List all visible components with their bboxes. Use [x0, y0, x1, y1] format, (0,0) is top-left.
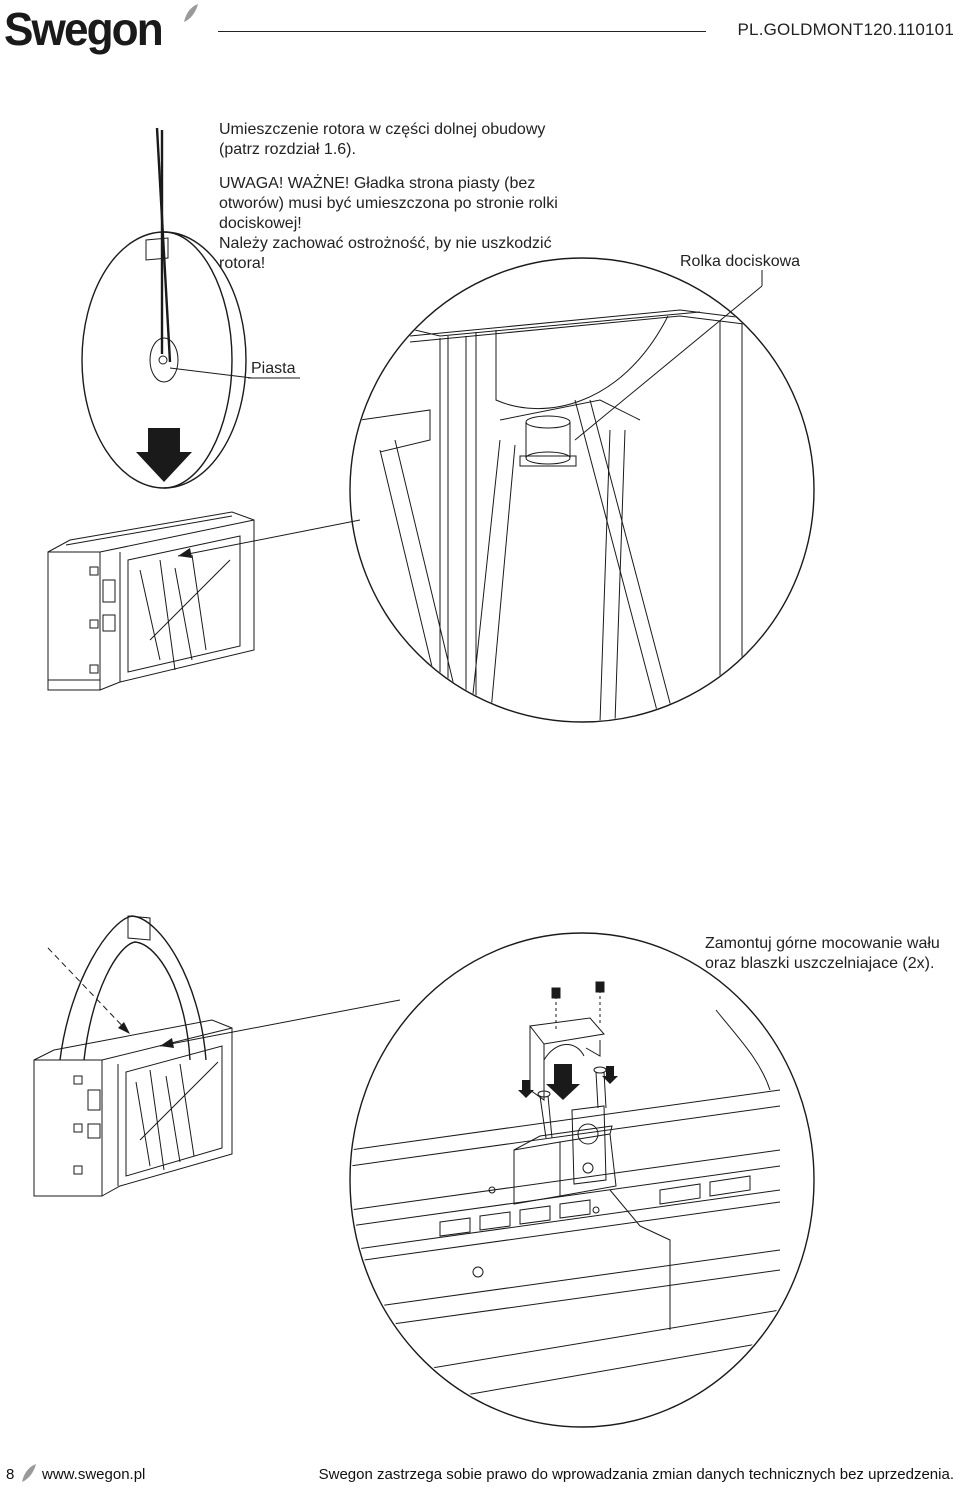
down-arrow-icon: [136, 428, 192, 482]
footer-leaf-icon: [22, 1464, 36, 1482]
document-id: PL.GOLDMONT120.110101: [737, 20, 954, 39]
rotor-wheel: [81, 231, 247, 489]
instruction-care: Należy zachować ostrożność, by nie uszko…: [219, 235, 552, 272]
hub-bolt: [158, 355, 168, 365]
instruction-placement: Umieszczenie rotora w części dolnej obud…: [219, 121, 546, 158]
detail-shaft-mount: [349, 932, 815, 1428]
ahu-housing-upper: [47, 511, 255, 691]
leader-hub: [169, 367, 253, 379]
ahu-housing-lower: [33, 1019, 233, 1197]
footer-disclaimer: Swegon zastrzega sobie prawo do wprowadz…: [318, 1466, 954, 1483]
instruction-warning: UWAGA! WAŻNE! Gładka strona piasty (bez …: [219, 175, 558, 232]
lifting-strap: [155, 127, 172, 363]
down-arrow-icon: [546, 1064, 580, 1100]
mounting-instruction: Zamontuj górne mocowanie wału oraz blasz…: [705, 935, 940, 972]
page-number: 8: [6, 1466, 15, 1483]
leader-roller: [574, 285, 763, 441]
rotor-wheel-2: [59, 915, 207, 1061]
footer-website[interactable]: www.swegon.pl: [42, 1466, 146, 1483]
detail-pressure-roller: [349, 257, 815, 723]
header-rule: [218, 31, 706, 32]
label-pressure-roller: Rolka dociskowa: [680, 253, 801, 270]
label-hub: Piasta: [251, 360, 296, 377]
swegon-logo: Swegon: [4, 3, 164, 55]
rotor-placement-instructions: Umieszczenie rotora w części dolnej obud…: [219, 120, 619, 274]
logo-leaf-icon: [184, 4, 198, 22]
